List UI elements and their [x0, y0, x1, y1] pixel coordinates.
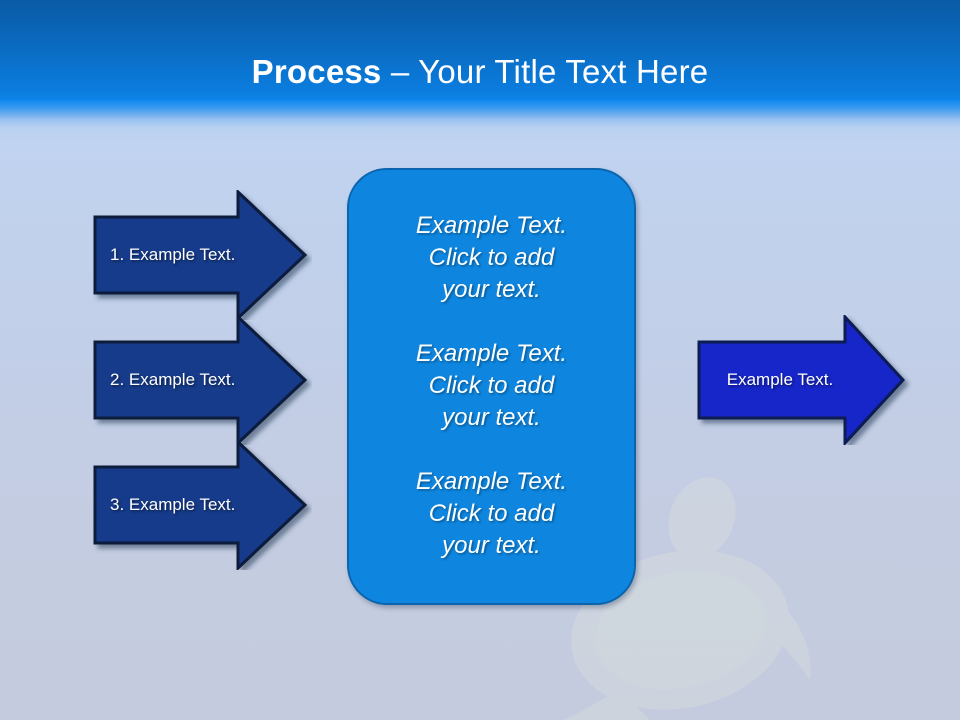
header-band — [0, 0, 960, 118]
arrow-shape-3 — [93, 440, 308, 570]
panel-paragraph-3: Example Text. Click to add your text. — [415, 468, 568, 559]
process-arrow-3-label: 3. Example Text. — [110, 495, 236, 514]
arrow-shape-2 — [93, 315, 308, 445]
process-arrow-3[interactable]: 3. Example Text. — [88, 440, 312, 570]
center-text-panel[interactable]: Example Text. Click to add your text. Ex… — [347, 168, 636, 605]
process-arrow-1[interactable]: 1. Example Text. — [88, 190, 312, 320]
header-fade — [0, 100, 960, 140]
arrow-shape-1 — [93, 190, 308, 320]
page-title-bold: Process — [251, 53, 382, 90]
result-arrow[interactable]: Example Text. — [690, 315, 914, 445]
process-arrow-2[interactable]: 2. Example Text. — [88, 315, 312, 445]
page-title-rest: – Your Title Text Here — [381, 53, 709, 90]
process-arrow-1-label: 1. Example Text. — [110, 245, 236, 264]
panel-paragraph-1: Example Text. Click to add your text. — [415, 212, 568, 303]
process-arrow-2-label: 2. Example Text. — [110, 370, 236, 389]
result-arrow-label: Example Text. — [726, 370, 834, 389]
result-arrow-shape — [697, 315, 906, 445]
page-title: Process – Your Title Text Here — [0, 52, 960, 92]
panel-paragraph-2: Example Text. Click to add your text. — [415, 340, 568, 431]
